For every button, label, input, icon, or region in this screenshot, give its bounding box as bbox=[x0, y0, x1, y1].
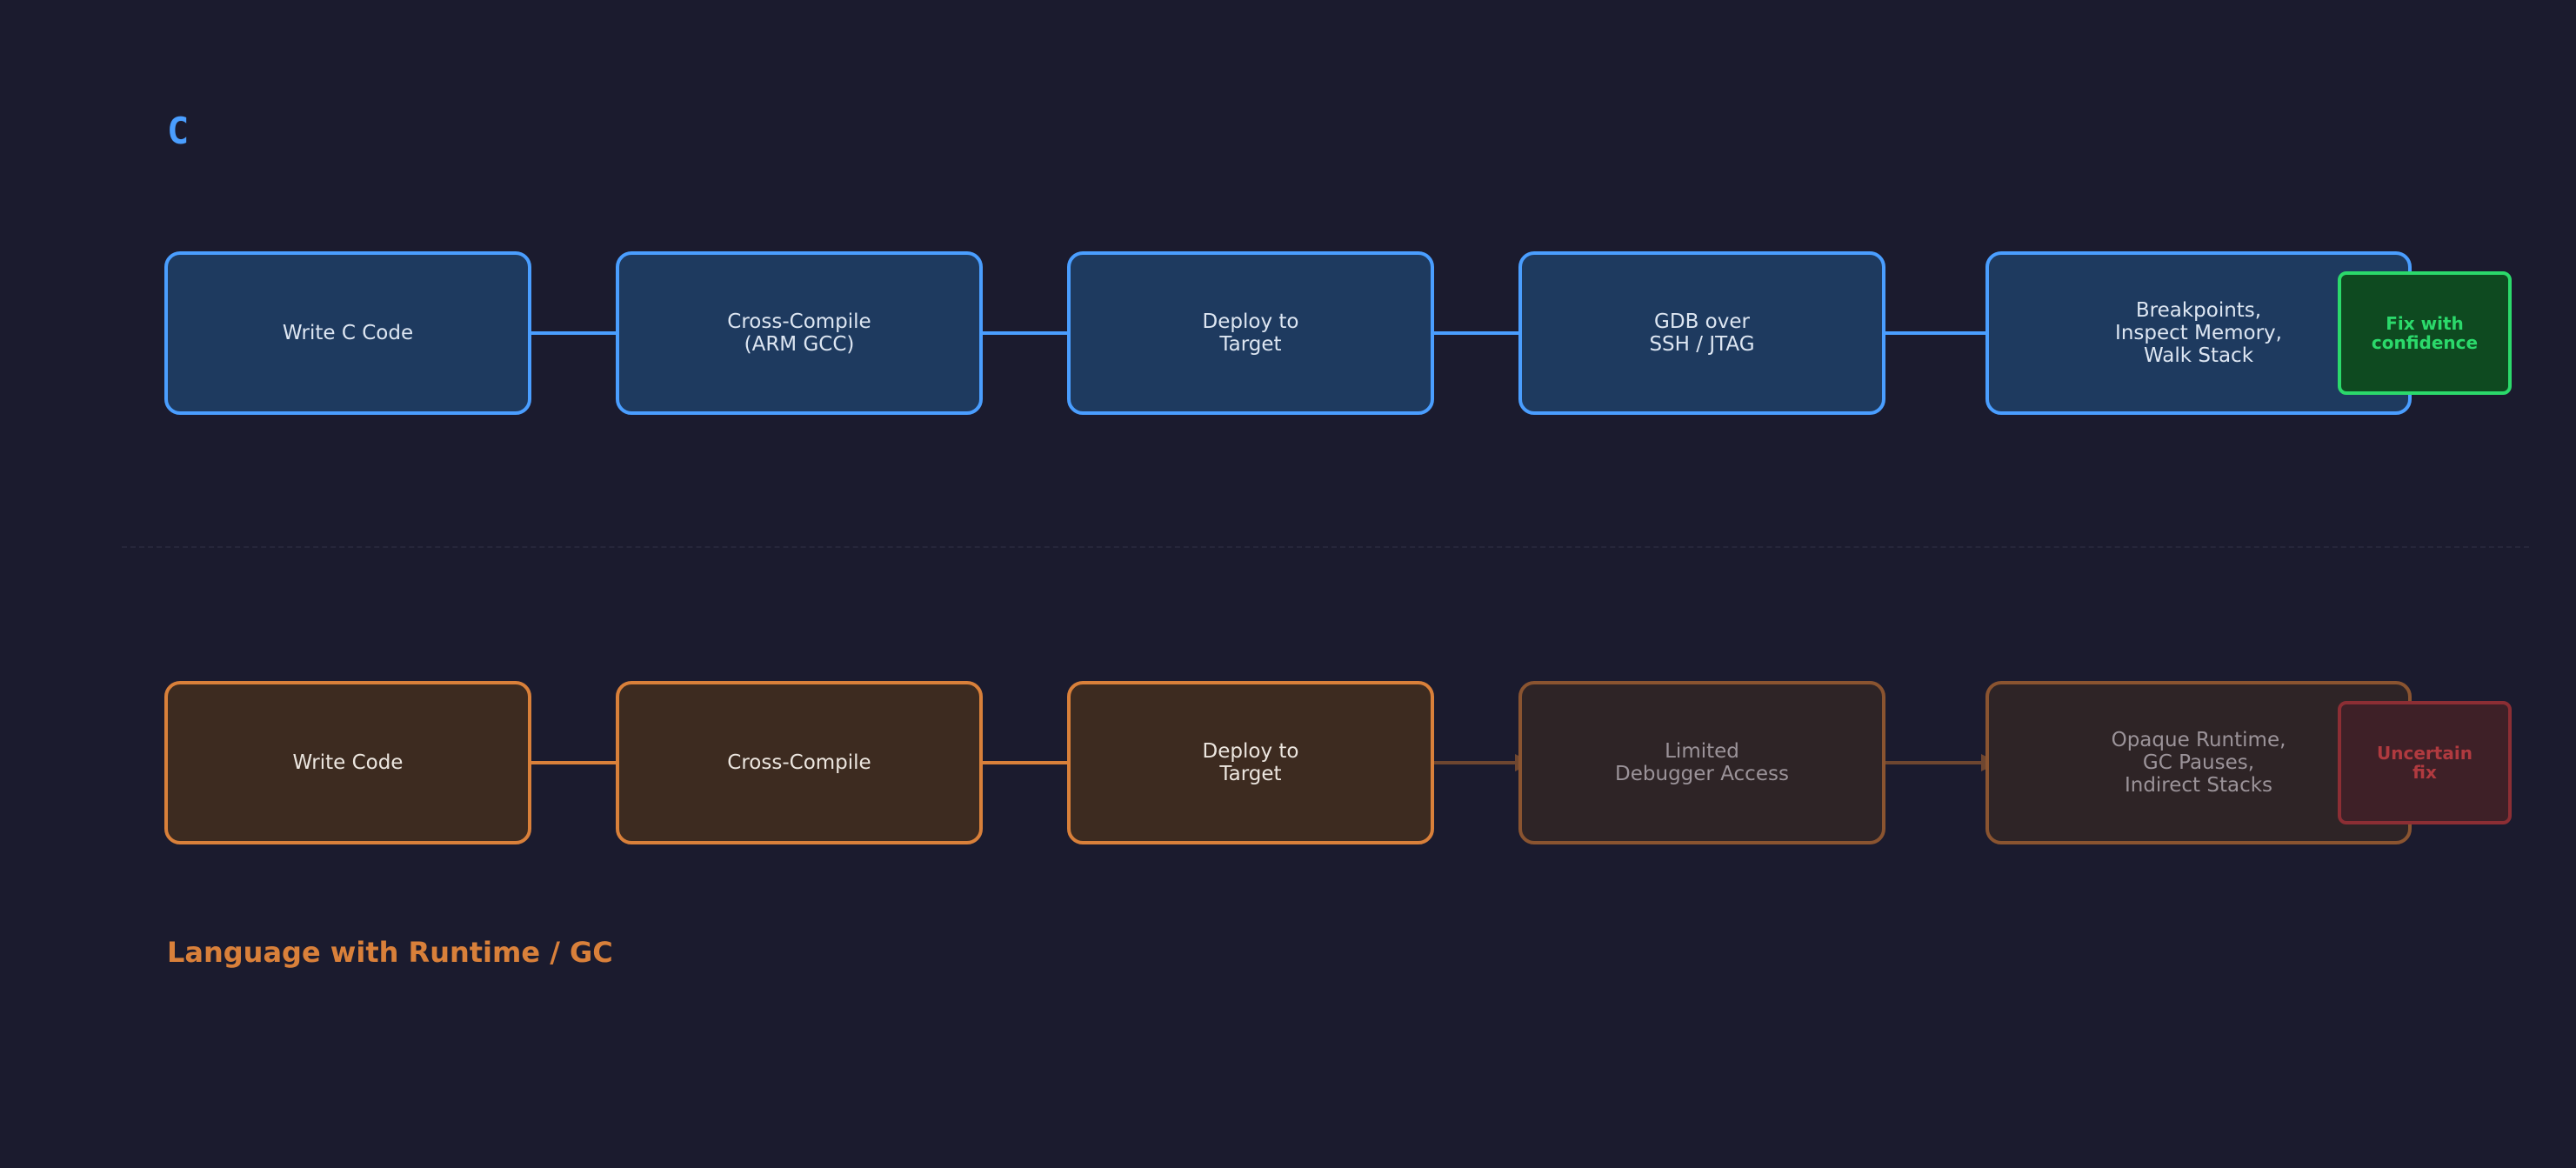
lane-c-title: C bbox=[167, 110, 190, 152]
rt-step-cross-compile: Cross-Compile bbox=[616, 681, 983, 844]
rt-step-limited-debugger: Limited Debugger Access bbox=[1518, 681, 1885, 844]
c-step-cross-compile: Cross-Compile (ARM GCC) bbox=[616, 251, 983, 415]
c-step-write-code: Write C Code bbox=[164, 251, 531, 415]
c-step-gdb: GDB over SSH / JTAG bbox=[1518, 251, 1885, 415]
rt-step-write-code: Write Code bbox=[164, 681, 531, 844]
rt-outcome-badge: Uncertain fix bbox=[2338, 701, 2512, 824]
c-outcome-badge: Fix with confidence bbox=[2338, 271, 2512, 395]
lane-separator bbox=[122, 546, 2529, 548]
rt-step-deploy: Deploy to Target bbox=[1067, 681, 1434, 844]
lane-runtime-title: Language with Runtime / GC bbox=[167, 936, 613, 969]
c-step-deploy: Deploy to Target bbox=[1067, 251, 1434, 415]
